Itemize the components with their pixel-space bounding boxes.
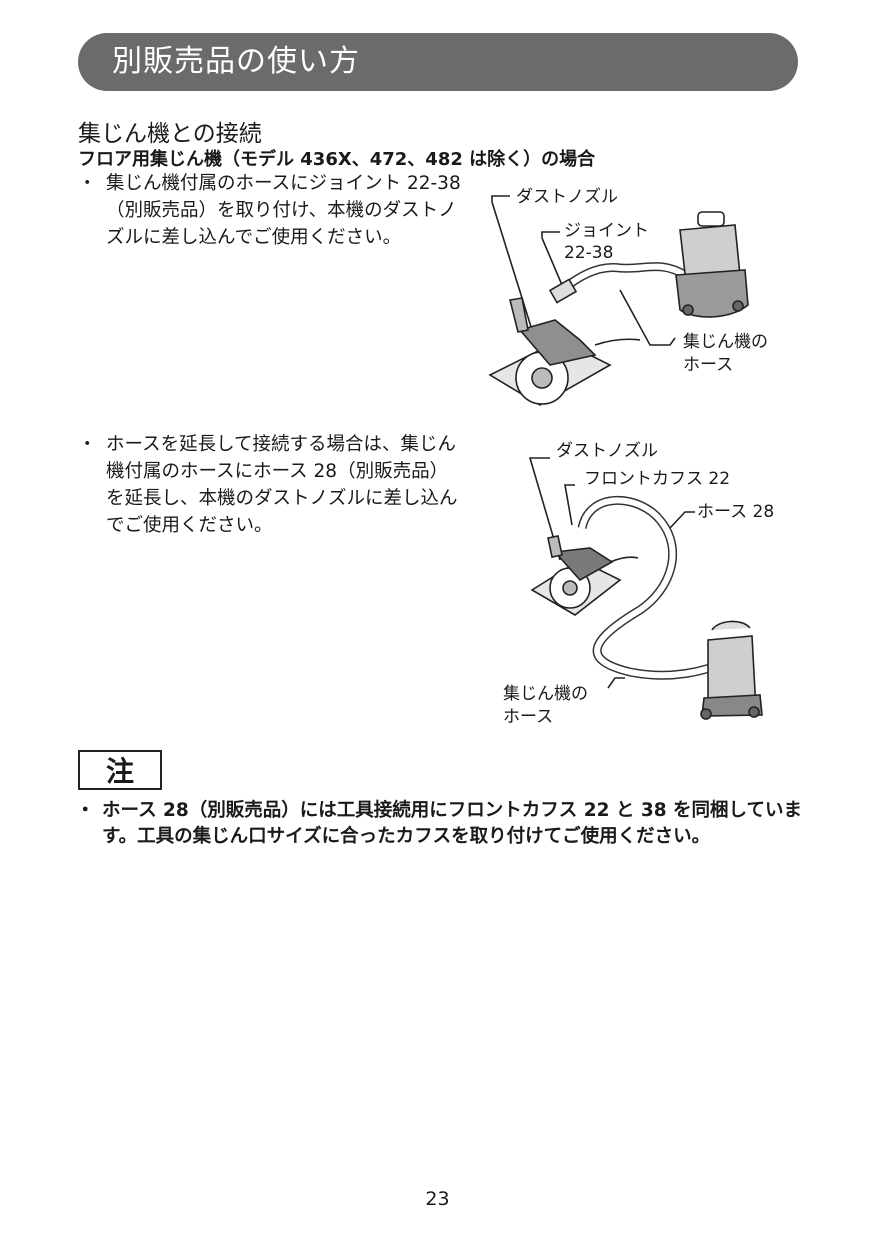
note-label-box: 注 [78,750,162,790]
note-text: ホース 28（別販売品）には工具接続用にフロントカフス 22 と 38 を同梱し… [102,800,802,847]
label-vacuum-hose-line2: ホース [503,707,554,727]
section-heading: 集じん機との接続 [78,121,262,147]
label-vacuum-hose-line1: 集じん機の [503,684,588,704]
bullet-mark: ・ [78,434,97,455]
page-title: 別販売品の使い方 [112,44,360,79]
figure-hose-extension [528,457,763,720]
label-joint-model: 22-38 [564,243,614,263]
bullet-mark: ・ [78,173,97,194]
note-text-block: ・ ホース 28（別販売品）には工具接続用にフロントカフス 22 と 38 を同… [76,798,802,850]
figure-joint-connection [488,195,749,406]
section-subheading: フロア用集じん機（モデル 436X、472、482 は除く）の場合 [78,149,596,170]
page-number: 23 [425,1188,450,1210]
label-dust-nozzle: ダストノズル [516,187,618,207]
label-joint-name: ジョイント [564,221,649,241]
label-front-cuff: フロントカフス 22 [584,469,731,489]
instruction-item-2: ・ ホースを延長して接続する場合は、集じん機付属のホースにホース 28（別販売品… [78,431,462,539]
label-hose-28: ホース 28 [697,502,775,522]
label-dust-nozzle: ダストノズル [556,441,658,461]
instruction-item-1: ・ 集じん機付属のホースにジョイント 22-38（別販売品）を取り付け、本機のダ… [78,170,462,251]
section-title-banner: 別販売品の使い方 [78,33,798,91]
bullet-mark: ・ [76,800,95,821]
instruction-text: ホースを延長して接続する場合は、集じん機付属のホースにホース 28（別販売品）を… [106,434,458,536]
instruction-text: 集じん機付属のホースにジョイント 22-38（別販売品）を取り付け、本機のダスト… [106,173,461,248]
label-vacuum-hose-line2: ホース [683,355,734,375]
label-vacuum-hose-line1: 集じん機の [683,332,768,352]
